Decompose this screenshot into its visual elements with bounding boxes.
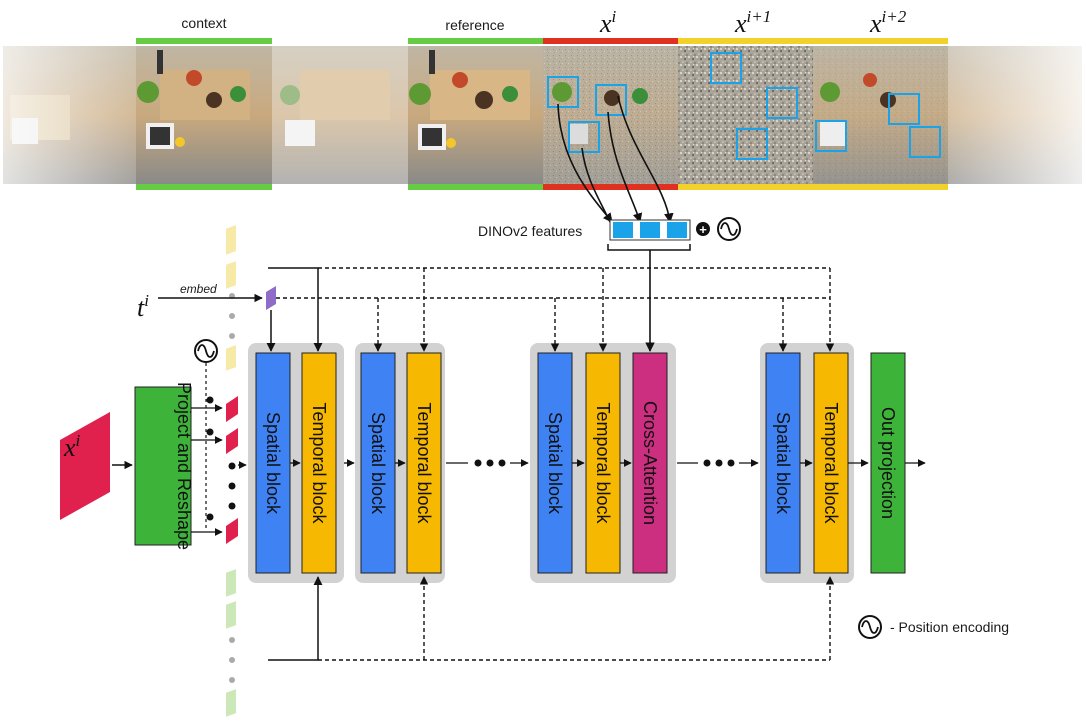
feature-token-1: [613, 222, 633, 238]
current-bar-bottom: [543, 184, 678, 190]
frame-reference: [408, 38, 543, 190]
future1-frame-label: xi+1: [734, 7, 771, 38]
patch-box-7: [888, 93, 920, 125]
spatial-block-1: [255, 352, 291, 574]
patch-to-feature-arrows: [557, 95, 674, 223]
position-encoding-icon-input: [194, 339, 218, 363]
project-reshape-label: Project and Reshape: [174, 382, 194, 550]
frame-strip: [3, 38, 1082, 190]
reference-bar-top: [408, 38, 543, 44]
context-label: context: [181, 15, 226, 31]
context-bar-bottom: [136, 184, 272, 190]
spatial-block-1-label: Spatial block: [263, 412, 283, 515]
ellipsis-dot: [474, 459, 482, 467]
plus-sign: +: [699, 222, 707, 237]
project-reshape-block: [134, 386, 192, 546]
frame-future-1: [678, 38, 813, 190]
cross-attention-block: [632, 352, 668, 574]
patch-box-6: [736, 128, 768, 160]
ellipsis-dot: [498, 459, 506, 467]
patch-box-2: [595, 84, 627, 116]
spatial-block-4-label: Spatial block: [773, 412, 793, 515]
reference-label: reference: [445, 17, 504, 33]
timestep-embedding: [266, 286, 276, 310]
future2-bar-top: [813, 38, 948, 44]
position-encoding-icon: [717, 217, 741, 241]
feature-token-2: [640, 222, 660, 238]
future1-bar-top: [678, 38, 813, 44]
current-frame-label: xi: [599, 7, 617, 38]
ellipsis-dot: [486, 459, 494, 467]
spatial-block-3-label: Spatial block: [545, 412, 565, 515]
frame-context-faded-1: [3, 46, 136, 184]
patch-box-8: [815, 120, 847, 152]
future2-frame-label: xi+2: [869, 7, 907, 38]
temporal-block-2-label: Temporal block: [414, 402, 434, 524]
feature-token-3: [667, 222, 687, 238]
patch-box-1: [547, 76, 579, 108]
input-latent: [60, 412, 110, 520]
temporal-block-1: [301, 352, 337, 574]
temporal-block-4: [813, 352, 849, 574]
context-solid-line-top: [268, 267, 323, 352]
spatial-block-2-label: Spatial block: [368, 412, 388, 515]
legend-position-encoding-label: - Position encoding: [890, 619, 1009, 635]
patch-arrow-4: [581, 147, 611, 223]
input-label: xi: [63, 431, 81, 462]
frame-current: [543, 38, 678, 190]
future2-bar-bottom: [813, 184, 948, 190]
embed-label: embed: [180, 282, 217, 296]
token-column: [226, 225, 236, 717]
reference-bar-bottom: [408, 184, 543, 190]
patch-box-5: [766, 87, 798, 119]
ellipsis-dot: [727, 459, 735, 467]
feature-bracket: [607, 244, 691, 251]
reference-solid-line-bottom: [268, 576, 323, 661]
legend-position-encoding-icon: [858, 615, 882, 639]
ellipsis-dot: [715, 459, 723, 467]
ellipsis-dot: [703, 459, 711, 467]
frame-context-faded-2: [272, 46, 408, 184]
temporal-block-4-label: Temporal block: [821, 402, 841, 524]
spatial-block-2: [360, 352, 396, 574]
temporal-block-3-label: Temporal block: [593, 402, 613, 524]
frame-context: [136, 38, 272, 190]
cross-attention-label: Cross-Attention: [640, 401, 660, 525]
plus-icon: [696, 222, 710, 236]
temporal-block-2: [406, 352, 442, 574]
patch-arrow-2: [607, 111, 643, 223]
timestep-label: ti: [137, 291, 149, 322]
out-projection-label: Out projection: [878, 407, 898, 519]
patch-box-4: [710, 52, 742, 84]
future1-bar-bottom: [678, 184, 813, 190]
dino-features-label: DINOv2 features: [478, 223, 582, 239]
patch-arrow-3: [617, 95, 674, 223]
current-bar-top: [543, 38, 678, 44]
frame-future-2: [813, 38, 948, 190]
out-projection-block: [870, 352, 906, 574]
temporal-block-1-label: Temporal block: [309, 402, 329, 524]
frame-faded-right: [948, 46, 1082, 184]
project-output-tokens: [191, 396, 247, 544]
patch-box-3: [568, 121, 600, 153]
context-bar-top: [136, 38, 272, 44]
patch-box-9: [909, 126, 941, 158]
temporal-block-3: [585, 352, 621, 574]
